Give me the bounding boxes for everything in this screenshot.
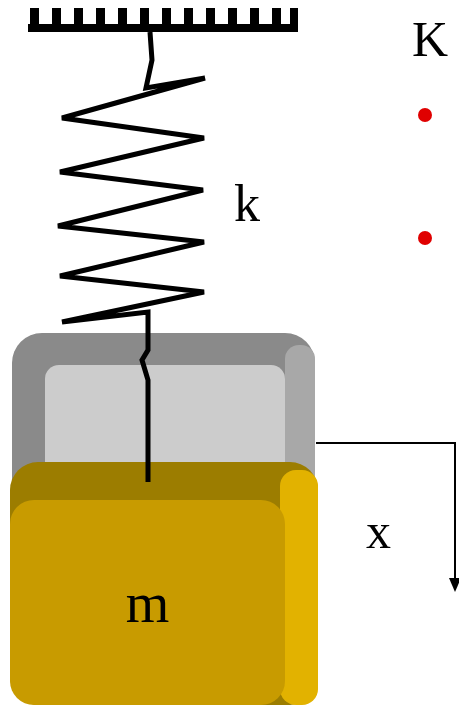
mass-label: m [126,575,170,631]
x-arrow [316,443,459,592]
mass-box: m [10,500,285,705]
spring [58,32,205,482]
spring-constant-label: k [234,178,260,230]
mass-block-faces [10,462,318,705]
heading-fragment: K [412,14,448,64]
displacement-label: x [366,506,391,556]
bullet [418,108,432,122]
bullet [418,231,432,245]
ceiling [28,8,298,32]
